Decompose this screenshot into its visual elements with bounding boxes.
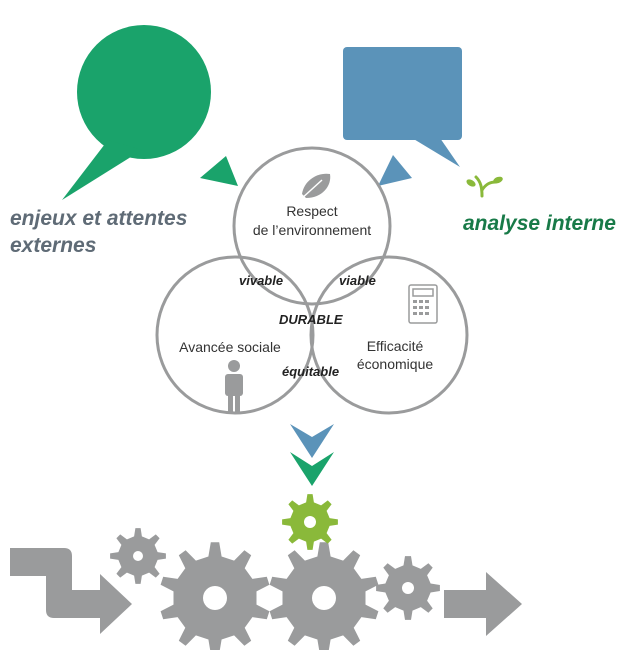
social-circle [155,255,315,415]
large-gear-right-icon [269,542,379,650]
economic-label-line2: économique [356,356,434,372]
external-speech-bubble [62,25,211,200]
leaf-icon [299,173,331,201]
internal-bubble-body [343,47,462,140]
small-gear-right-icon [376,556,440,620]
external-label-line1: enjeux et attentes [10,207,188,230]
social-label: Avancée sociale [179,339,281,355]
overlap-vivable: vivable [239,273,284,288]
environment-label-line1: Respect [286,203,338,219]
overlap-viable: viable [339,273,376,288]
highlight-gear-icon [282,494,338,550]
internal-pointer-icon [378,155,412,186]
person-icon [225,360,243,412]
output-arrow-icon [444,572,522,636]
internal-label: analyse interne [463,212,616,235]
economic-circle [309,255,469,415]
small-gear-left-icon [110,528,166,584]
calculator-icon [408,284,438,324]
process-row [10,494,522,650]
internal-speech-bubble [343,47,462,167]
overlap-durable: DURABLE [279,312,343,327]
external-bubble-body [77,25,211,159]
internal-bubble-tail [412,138,460,167]
large-gear-left-icon [160,542,270,650]
external-label-line2: externes [10,234,97,257]
external-pointer-icon [200,156,238,186]
blue-chevron-down-icon [290,424,334,458]
input-arrow-icon [10,548,132,634]
external-bubble-tail [62,140,142,200]
sprout-icon [466,175,503,198]
green-chevron-down-icon [290,452,334,486]
economic-label-line1: Efficacité [366,338,424,354]
environment-label-line2: de l’environnement [252,222,372,238]
environment-circle [232,146,392,306]
overlap-equitable: équitable [282,364,340,379]
